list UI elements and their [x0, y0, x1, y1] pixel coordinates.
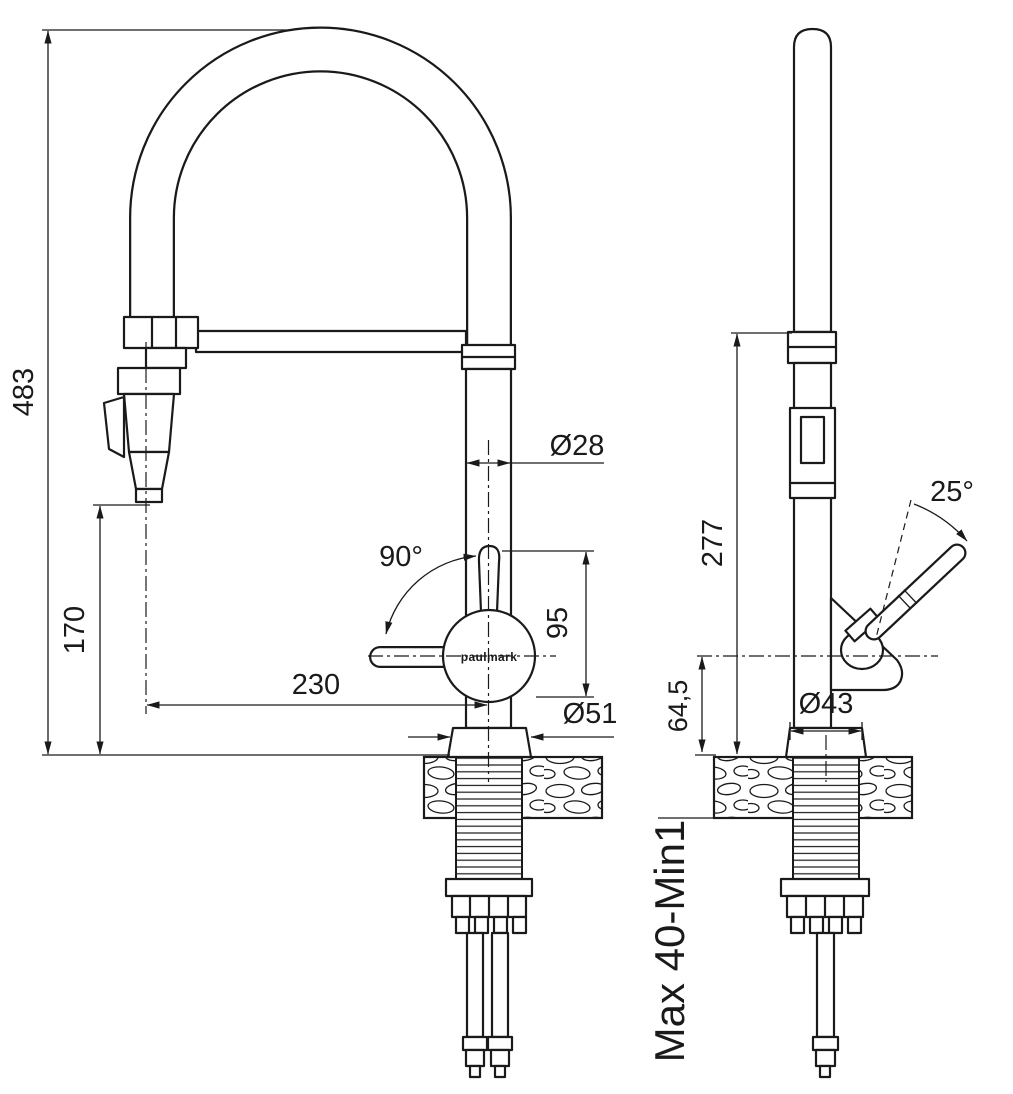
handle-mount-side	[829, 543, 967, 692]
spout-pipe-side	[792, 27, 833, 334]
mounting-hardware-front	[444, 756, 534, 1079]
dim-label-handle-swing-angle: 90°	[379, 541, 423, 573]
spray-head-side	[788, 406, 837, 500]
dim-label-base-diameter-side: Ø43	[799, 688, 854, 720]
dim-label-spout-height-side: 277	[697, 519, 729, 567]
dim-label-mounting-range: Max 40-Min1	[646, 820, 693, 1063]
base-flange-front	[446, 726, 533, 759]
spout-arm	[194, 329, 468, 354]
supply-hose	[815, 931, 836, 1039]
spray-head-holder	[122, 315, 200, 370]
front-view	[102, 26, 604, 1079]
dim-label-spray-head-height: 170	[59, 606, 91, 654]
spray-head	[102, 366, 182, 504]
side-view	[712, 27, 967, 1079]
dimension-labels: 483 170 230 Ø28 90° 95 Ø51 277 25° 64,5 …	[8, 368, 974, 1063]
handle-swing-arc	[385, 553, 477, 635]
dim-label-overall-height: 483	[8, 368, 40, 416]
dim-label-spout-reach: 230	[292, 669, 340, 701]
mounting-hardware-side	[779, 756, 871, 1079]
supply-hose	[490, 931, 510, 1039]
spout-arc-tube	[129, 26, 512, 370]
threaded-shank	[792, 756, 860, 880]
dim-label-body-axis-height: 64,5	[663, 680, 693, 733]
dim-label-handle-height: 95	[542, 607, 574, 639]
handle-stem	[477, 544, 501, 614]
dim-label-spout-diameter: Ø28	[550, 430, 605, 462]
brand-logo-text: paulmark	[461, 650, 518, 664]
spray-toggle-lever	[102, 395, 126, 459]
dim-label-base-diameter-front: Ø51	[563, 698, 618, 730]
threaded-shank	[455, 756, 523, 880]
supply-hose	[465, 931, 485, 1039]
dim-label-lever-angle: 25°	[930, 476, 974, 508]
lever-angle-arc	[913, 503, 968, 542]
dimension-lines	[42, 29, 968, 819]
